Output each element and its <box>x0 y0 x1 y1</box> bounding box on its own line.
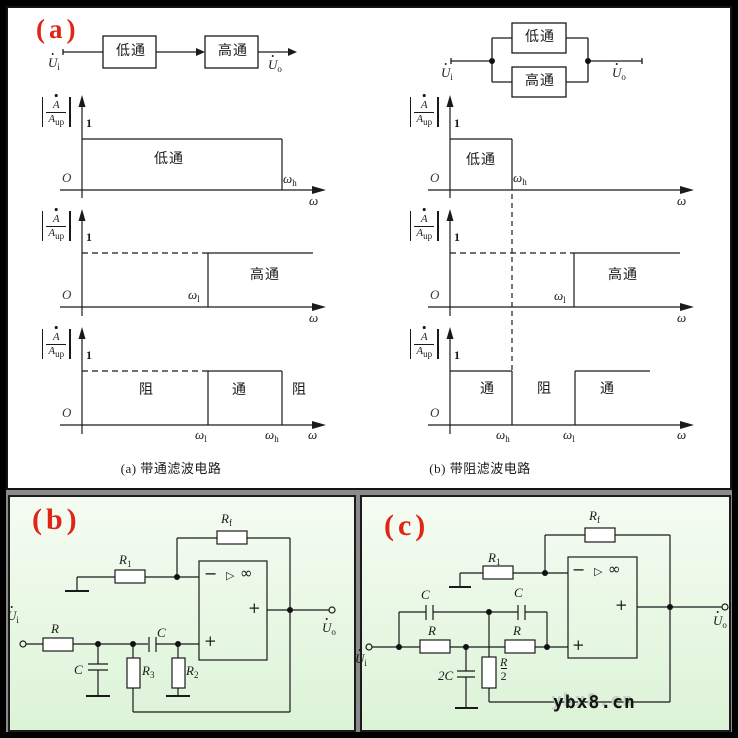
unity-tick: 1 <box>454 348 460 362</box>
C2-label: C <box>514 585 523 600</box>
cascade-highpass-label: 高通 <box>218 44 248 59</box>
opamp-triangle-icon: ▷ <box>226 569 235 582</box>
opamp-output-plus: + <box>248 599 261 617</box>
omega-h-label: ωh <box>496 427 510 444</box>
R3-label: R3 <box>142 663 155 680</box>
output-voltage-label: Uo <box>322 620 336 637</box>
parallel-highpass-label: 高通 <box>525 74 555 89</box>
parallel-output-label: Uo <box>612 65 626 82</box>
opamp-triangle-icon: ▷ <box>594 565 603 578</box>
Rf-label: Rf <box>589 508 600 525</box>
omega-axis-label: ω <box>308 427 318 442</box>
origin-label: O <box>430 405 440 420</box>
R-right-label: R <box>513 623 521 638</box>
origin-label: O <box>62 170 72 185</box>
region-highpass: 高通 <box>250 268 280 283</box>
region-pass: 通 <box>480 382 495 397</box>
parallel-lowpass-label: 低通 <box>525 30 555 45</box>
R-label: R <box>51 621 59 636</box>
Rf-label: Rf <box>221 511 232 528</box>
omega-l-label: ωl <box>554 288 566 305</box>
unity-tick: 1 <box>86 230 92 244</box>
omega-axis-label: ω <box>309 193 319 208</box>
input-voltage-label: Ui <box>7 608 19 625</box>
opamp-plus-input: + <box>572 636 585 654</box>
omega-axis-label: ω <box>677 310 687 325</box>
R2-label: R2 <box>186 663 199 680</box>
region-lowpass: 低通 <box>154 152 184 167</box>
panel-label-b: (b) <box>32 503 81 536</box>
region-stop: 阻 <box>139 383 154 398</box>
opamp-output-plus: + <box>615 596 628 614</box>
cascade-output-label: Uo <box>268 57 282 74</box>
input-voltage-label: Ui <box>355 651 367 668</box>
R-left-label: R <box>428 623 436 638</box>
2C-label: 2C <box>438 668 454 683</box>
unity-tick: 1 <box>86 116 92 130</box>
panel-label-c: (c) <box>384 509 430 542</box>
region-highpass: 高通 <box>608 268 638 283</box>
opamp-infinity-icon: ∞ <box>240 564 253 582</box>
panel-label-a: (a) <box>36 14 80 44</box>
opamp-plus-input: + <box>204 632 217 650</box>
omega-axis-label: ω <box>309 310 319 325</box>
region-pass: 通 <box>232 383 247 398</box>
omega-h-label: ωh <box>265 427 279 444</box>
R1-label: R1 <box>119 552 132 569</box>
omega-l-label: ωl <box>195 427 207 444</box>
cascade-lowpass-label: 低通 <box>116 44 146 59</box>
omega-l-label: ωl <box>188 287 200 304</box>
watermark: ybx8.cn <box>553 692 636 713</box>
C1-label: C <box>421 587 430 602</box>
origin-label: O <box>430 287 440 302</box>
region-pass: 通 <box>600 382 615 397</box>
omega-l-label: ωl <box>563 427 575 444</box>
caption-bandstop: (b) 带阻滤波电路 <box>429 461 531 476</box>
omega-axis-label: ω <box>677 427 687 442</box>
cascade-input-label: Ui <box>48 55 60 72</box>
unity-tick: 1 <box>454 116 460 130</box>
origin-label: O <box>62 405 72 420</box>
region-lowpass: 低通 <box>466 153 496 168</box>
parallel-input-label: Ui <box>441 65 453 82</box>
omega-h-label: ωh <box>283 171 297 188</box>
region-stop: 阻 <box>537 382 552 397</box>
omega-h-label: ωh <box>513 170 527 187</box>
top-filter-diagram-panel <box>6 6 732 490</box>
R1-label: R1 <box>488 550 501 567</box>
output-voltage-label: Uo <box>713 613 727 630</box>
region-stop: 阻 <box>292 383 307 398</box>
opamp-infinity-icon: ∞ <box>608 560 621 578</box>
bandpass-circuit-panel <box>8 495 356 732</box>
origin-label: O <box>62 287 72 302</box>
opamp-minus-input: − <box>204 564 218 583</box>
origin-label: O <box>430 170 440 185</box>
caption-bandpass: (a) 带通滤波电路 <box>120 461 222 476</box>
C-shunt-label: C <box>74 662 83 677</box>
unity-tick: 1 <box>454 230 460 244</box>
C-series-label: C <box>157 625 166 640</box>
opamp-minus-input: − <box>572 560 586 579</box>
unity-tick: 1 <box>86 348 92 362</box>
omega-axis-label: ω <box>677 193 687 208</box>
